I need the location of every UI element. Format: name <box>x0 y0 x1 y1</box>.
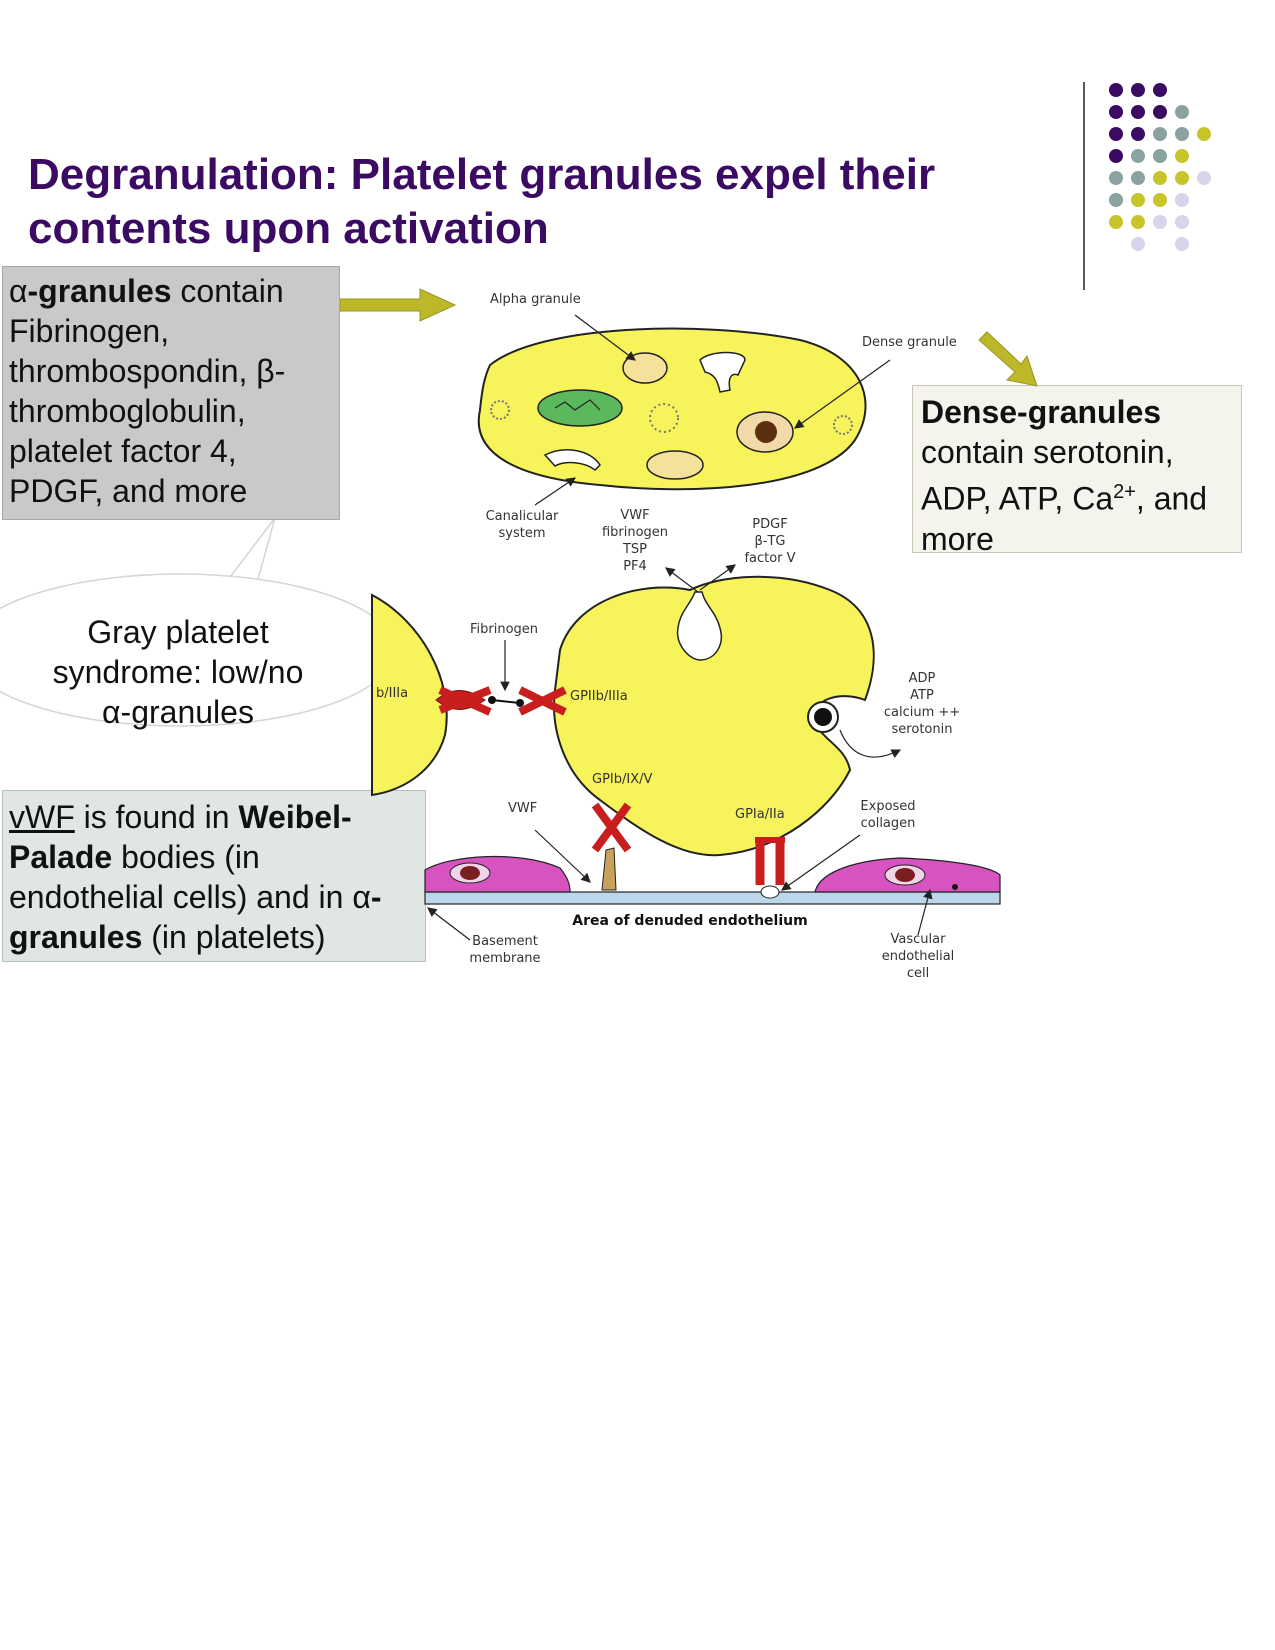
label-alpha-granule: Alpha granule <box>490 292 581 307</box>
gpib-receptor <box>595 805 628 850</box>
label-fibrinogen: Fibrinogen <box>470 622 538 637</box>
activated-platelet <box>554 565 900 855</box>
platelet-illustration: Alpha granule Dense granule Canalicular … <box>370 285 1010 995</box>
label-alpha-content-2: fibrinogen <box>602 525 668 540</box>
label-gpiib: GPIIb/IIIa <box>570 689 628 704</box>
vwf-text-1: is found in <box>75 799 239 835</box>
label-alpha-content-1: VWF <box>620 508 649 523</box>
label-vascular-3: cell <box>907 966 929 981</box>
dot-cluster <box>1109 83 1211 251</box>
label-dense-content-1: ADP <box>909 671 936 686</box>
title-divider <box>1083 82 1085 290</box>
gray-note-line-3: α-granules <box>28 692 328 732</box>
alpha-symbol: α <box>9 273 28 309</box>
alpha-granule-shape-2 <box>647 451 703 479</box>
label-dense-content-3: calcium ++ <box>884 705 960 720</box>
dense-granule-shape <box>755 421 777 443</box>
slide-title: Degranulation: Platelet granules expel t… <box>28 148 1028 256</box>
label-vwf: VWF <box>508 801 537 816</box>
label-gpib: GPIb/IX/V <box>592 772 652 787</box>
label-denuded-area: Area of denuded endothelium <box>572 913 807 929</box>
gpia-receptor <box>760 840 780 885</box>
label-exposed-1: Exposed <box>860 799 915 814</box>
label-dense-granule: Dense granule <box>862 335 957 350</box>
label-dense-content-2: ATP <box>910 688 934 703</box>
label-canalicular-1: Canalicular <box>486 509 559 524</box>
basement-membrane-layer <box>425 892 1000 904</box>
resting-platelet <box>479 315 890 505</box>
label-release-1: PDGF <box>752 517 787 532</box>
gray-platelet-syndrome-note: Gray platelet syndrome: low/no α-granule… <box>28 612 328 732</box>
label-alpha-content-3: TSP <box>622 542 647 557</box>
decorative-dot-grid <box>1100 80 1230 260</box>
label-gpiib-left: b/IIIa <box>376 686 408 701</box>
vwf-term: vWF <box>9 799 75 835</box>
label-alpha-content-4: PF4 <box>623 559 647 574</box>
gpiib-iiia-receptors <box>436 640 565 712</box>
label-vascular-1: Vascular <box>891 932 947 947</box>
mitochondrion-shape <box>538 390 622 426</box>
label-gpia: GPIa/IIa <box>735 807 785 822</box>
vwf-text-3: (in platelets) <box>142 919 325 955</box>
label-vascular-2: endothelial <box>882 949 955 964</box>
gray-note-line-1: Gray platelet <box>28 612 328 652</box>
vwf-strand <box>602 848 616 890</box>
label-basement-1: Basement <box>472 934 538 949</box>
alpha-granule-shape <box>623 353 667 383</box>
alpha-granules-callout: α-granules contain Fibrinogen, thrombosp… <box>2 266 340 520</box>
gray-note-line-2: syndrome: low/no <box>28 652 328 692</box>
label-release-3: factor V <box>744 551 795 566</box>
alpha-granules-heading: -granules <box>28 273 172 309</box>
label-release-2: β-TG <box>754 534 785 549</box>
calcium-charge: 2+ <box>1113 481 1136 503</box>
label-exposed-2: collagen <box>861 816 916 831</box>
vwf-callout: vWF is found in Weibel-Palade bodies (in… <box>2 790 426 962</box>
label-canalicular-2: system <box>499 526 546 541</box>
label-dense-content-4: serotonin <box>892 722 953 737</box>
label-basement-2: membrane <box>469 951 540 966</box>
endothelial-cell-left <box>425 856 570 892</box>
